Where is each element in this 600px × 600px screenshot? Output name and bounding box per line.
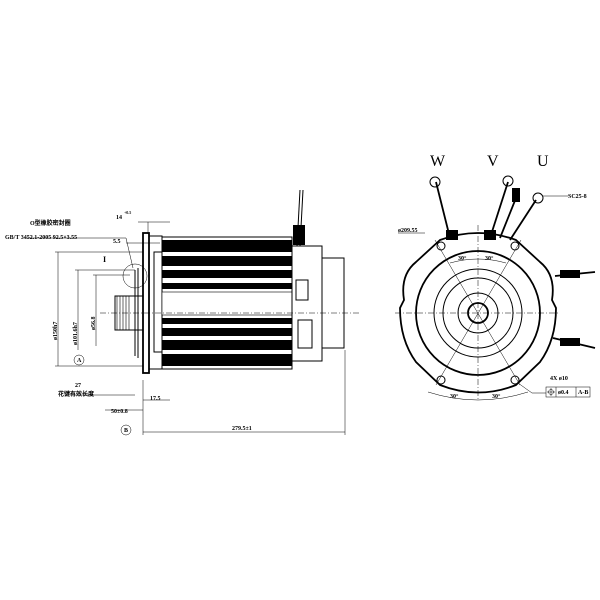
position-tolerance-frame: ø0.4 A-B	[545, 386, 591, 398]
dim-outer-dia: ø150h7	[53, 322, 59, 340]
dim-spline-dia: ø56.8	[91, 317, 97, 331]
angle-bottom-right: 30°	[492, 393, 501, 400]
dim-flange-thickness-tol: +0.5	[124, 210, 131, 215]
mount-hole	[436, 241, 446, 251]
datum-a: A	[77, 358, 82, 364]
phase-label-v: V	[487, 153, 499, 170]
mount-hole	[436, 375, 446, 385]
front-view: W V U SC25-8 ø209.55 30° 30° 30° 30° 4X …	[395, 153, 596, 401]
tolerance-datum: A-B	[578, 390, 588, 396]
rear-cap	[321, 257, 345, 349]
angle-top-right: 30°	[485, 255, 494, 262]
datum-a-circle	[73, 354, 85, 366]
spline-len-label: 花键有效长度	[58, 390, 95, 398]
datum-b: B	[124, 428, 128, 434]
flange	[142, 232, 150, 374]
angle-bottom-left: 30°	[450, 393, 459, 400]
rear-cover	[291, 245, 323, 362]
terminal-label: SC25-8	[568, 194, 587, 200]
dim-shaft: 50±0.8	[111, 409, 128, 415]
phase-label-w: W	[430, 153, 446, 170]
cooling-fins	[161, 240, 293, 366]
oring-standard: GB/T 3452.1-2005 92.5×3.55	[5, 235, 77, 241]
dim-step: 17.5	[150, 396, 161, 402]
oring-label: O型橡胶密封圈	[30, 219, 71, 227]
tolerance-value: ø0.4	[558, 390, 569, 396]
front-cover	[148, 235, 163, 370]
dim-pilot: 5.5	[113, 239, 121, 245]
mount-hole	[510, 241, 520, 251]
dim-spline-len: 27	[75, 383, 81, 389]
dim-flange-thickness: 14	[116, 215, 122, 221]
dim-bolt-circle: ø209.55	[398, 228, 418, 234]
dim-pilot-dia: ø101.6h7	[73, 322, 79, 345]
dim-total-length: 279.5±1	[232, 426, 252, 432]
detail-circle	[122, 263, 148, 289]
detail-marker: I	[103, 255, 106, 264]
front-housing-outline	[399, 232, 557, 394]
phase-cables	[429, 175, 596, 349]
phase-label-u: U	[537, 153, 549, 170]
side-view: O型橡胶密封圈 GB/T 3452.1-2005 92.5×3.55 I 14 …	[5, 189, 360, 436]
datum-b-circle	[120, 424, 132, 436]
hole-spec: 4X ø10	[550, 376, 568, 382]
mount-hole	[510, 375, 520, 385]
angle-top-left: 30°	[458, 255, 467, 262]
